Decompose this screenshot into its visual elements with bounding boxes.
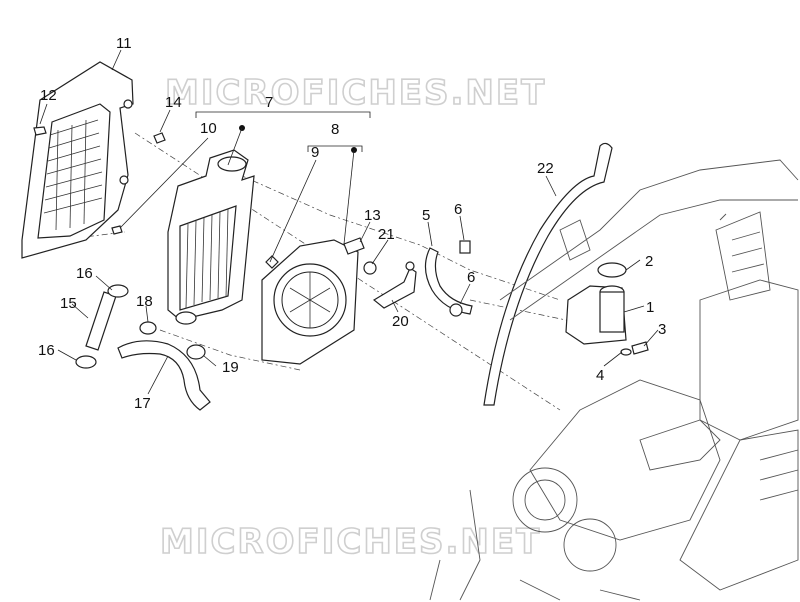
- callout-8: 8: [331, 121, 339, 138]
- callout-3: 3: [658, 321, 666, 338]
- callout-1: 1: [646, 299, 654, 316]
- callout-16a: 16: [76, 265, 93, 282]
- callout-15: 15: [60, 295, 77, 312]
- callout-12: 12: [40, 87, 57, 104]
- radiator: [167, 149, 255, 325]
- callout-11: 11: [116, 35, 132, 52]
- watermark-top: MICROFICHES.NET: [165, 73, 546, 113]
- callout-13: 13: [364, 207, 381, 224]
- callout-21: 21: [378, 226, 395, 243]
- expansion-tank: [565, 262, 649, 356]
- hose-17: [117, 340, 211, 411]
- nut-14: [153, 132, 166, 144]
- clamp-19: [186, 344, 206, 360]
- callout-17: 17: [134, 395, 151, 412]
- callout-19: 19: [222, 359, 239, 376]
- clamp-18: [139, 321, 157, 335]
- callout-16b: 16: [38, 342, 55, 359]
- callout-22: 22: [537, 160, 554, 177]
- fitting-21: [363, 261, 377, 275]
- hose-15: [85, 291, 117, 351]
- clamp-16-upper: [107, 284, 129, 298]
- callout-14: 14: [165, 94, 182, 111]
- callout-20: 20: [392, 313, 409, 330]
- callout-4: 4: [596, 367, 604, 384]
- scooter-frame: [429, 159, 799, 601]
- callout-18: 18: [136, 293, 153, 310]
- leader-lines: [39, 49, 659, 395]
- hose-5: [424, 240, 473, 317]
- callout-6a: 6: [454, 201, 462, 218]
- callout-2: 2: [645, 253, 653, 270]
- callout-10: 10: [200, 120, 217, 137]
- overflow-pipe-22: [483, 142, 613, 406]
- callout-labels: 11 12 14 7 10 8 9 13 21 20 5 6 6 22 2 1 …: [38, 35, 666, 412]
- fan-shroud: [261, 239, 359, 365]
- spacer-13: [343, 237, 365, 255]
- screw-12: [33, 126, 47, 136]
- screw-10: [111, 225, 123, 235]
- callout-7: 7: [265, 94, 273, 111]
- watermark-bottom: MICROFICHES.NET: [160, 522, 541, 562]
- callout-5: 5: [422, 207, 430, 224]
- callout-9: 9: [311, 144, 319, 161]
- radiator-cover: [21, 61, 134, 259]
- clamp-16-lower: [75, 355, 97, 369]
- callout-6b: 6: [467, 269, 475, 286]
- bracket-20: [372, 261, 417, 309]
